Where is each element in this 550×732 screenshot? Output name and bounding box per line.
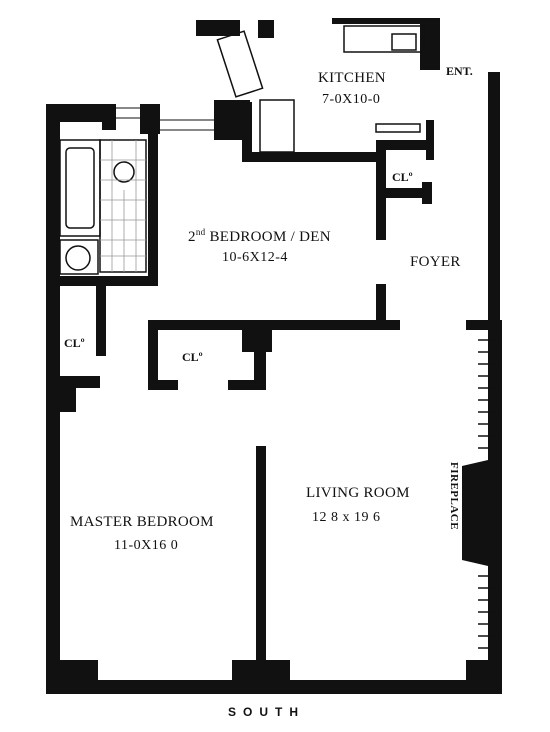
kitchen-closet-label: CLº	[392, 170, 413, 184]
second-bedroom-dimensions: 10-6X12-4	[222, 250, 288, 265]
kitchen-closet-top	[376, 140, 432, 150]
kitchen-closet-bottom	[386, 188, 432, 198]
foyer-label: FOYER	[410, 254, 461, 270]
fireplace-label: FIREPLACE	[448, 462, 460, 531]
kitchen-ne-corner	[420, 18, 440, 70]
kitchen-closet-jamb	[422, 182, 432, 204]
counter-north	[343, 25, 425, 53]
sink-basin	[65, 245, 91, 271]
toilet	[113, 161, 135, 183]
entrance-label: ENT.	[446, 64, 473, 78]
east-wall-jog	[466, 320, 502, 330]
bathtub-basin	[65, 147, 95, 229]
fireplace-hearth	[462, 460, 488, 566]
master-closet-wall	[96, 286, 106, 356]
bath-south-wall	[46, 276, 158, 286]
kitchen-north-pier	[258, 20, 274, 38]
second-bedroom-label: 2nd BEDROOM / DEN	[188, 227, 331, 245]
bedroom-living-partition	[256, 446, 266, 676]
kitchen-nw-corner	[196, 20, 240, 36]
kitchen-label: KITCHEN	[318, 70, 386, 86]
fixtures	[59, 25, 425, 275]
nw-corner	[46, 104, 102, 122]
hall-closet-label: CLº	[182, 350, 203, 364]
kitchen-pier	[214, 100, 250, 140]
master-bedroom-dimensions: 11-0X16 0	[114, 538, 179, 553]
east-window-hatch	[478, 339, 500, 649]
kitchen-shelf	[375, 123, 421, 133]
kitchen-closet-east-upper	[426, 120, 434, 160]
kitchen-south-wall	[242, 152, 382, 162]
hall-closet-post	[242, 326, 272, 352]
tile-grid	[100, 140, 146, 272]
den-foyer-stub	[376, 284, 386, 324]
windows	[98, 107, 466, 691]
tile-floor	[99, 139, 147, 273]
counter-west	[259, 99, 295, 153]
living-room-dimensions: 12 8 x 19 6	[312, 510, 381, 525]
bath-east-wall	[148, 120, 158, 280]
hall-wall	[148, 320, 400, 330]
den-foyer-wall	[376, 140, 386, 240]
master-bedroom-label: MASTER BEDROOM	[70, 514, 214, 530]
kitchen-dimensions: 7-0X10-0	[322, 92, 381, 107]
hall-closet-west	[148, 320, 158, 390]
orientation-label: SOUTH	[228, 705, 305, 719]
sink-counter	[59, 239, 99, 275]
hall-closet-south-a	[148, 380, 178, 390]
hall-closet-south-b	[228, 380, 264, 390]
bath-top-left	[102, 104, 116, 130]
east-wall-upper	[488, 72, 500, 322]
master-closet-label: CLº	[64, 336, 85, 350]
stove	[391, 33, 417, 51]
fridge	[216, 30, 264, 98]
kitchen-north-wall	[332, 18, 428, 24]
sw-pier	[46, 660, 98, 694]
master-closet-base	[46, 376, 100, 388]
living-room-label: LIVING ROOM	[306, 485, 410, 501]
west-wall	[46, 104, 60, 694]
east-wall-lower	[488, 322, 502, 694]
master-closet-jamb	[56, 388, 76, 412]
walls	[46, 18, 502, 694]
